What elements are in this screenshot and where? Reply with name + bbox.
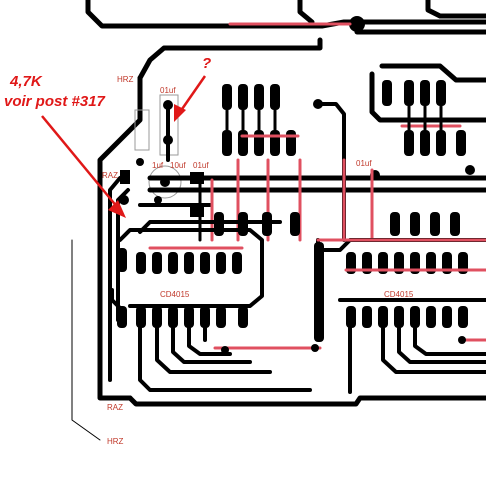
label-hrz-bottom: HRZ (107, 437, 124, 446)
label-cap-1uf: 1uf (152, 161, 164, 170)
upper-left-dip (222, 84, 346, 242)
label-hrz-top: HRZ (117, 75, 134, 84)
bus-bars (138, 158, 486, 242)
upper-right-block (369, 63, 486, 180)
silkscreen-labels: HRZ RAZ 01uf 1uf 10uf 01uf 01uf CD4015 C… (102, 75, 414, 446)
label-ic-right: CD4015 (384, 290, 414, 299)
label-cap-01uf-b: 01uf (193, 161, 209, 170)
arrow-question (174, 75, 207, 122)
label-cap-10uf: 10uf (170, 161, 186, 170)
arrow-left (41, 115, 126, 218)
ic-left (117, 228, 322, 392)
top-traces (85, 0, 486, 81)
ic-right (314, 238, 486, 394)
label-raz-bottom: RAZ (107, 403, 123, 412)
annotation-question: ? (202, 55, 211, 72)
annotations: 4,7K voir post #317 ? (4, 55, 211, 218)
bottom-edge (71, 239, 101, 441)
label-cap-01uf-a: 01uf (160, 86, 176, 95)
label-raz-left: RAZ (102, 171, 118, 180)
annotation-value: 4,7K (9, 73, 43, 90)
label-ic-left: CD4015 (160, 290, 190, 299)
label-cap-01uf-c: 01uf (356, 159, 372, 168)
annotation-reference: voir post #317 (4, 93, 106, 110)
